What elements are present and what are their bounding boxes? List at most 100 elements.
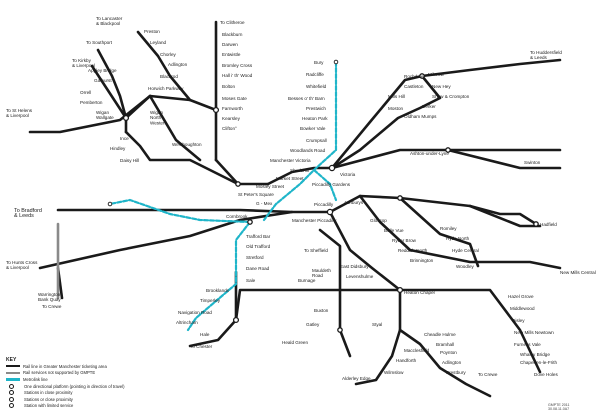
station-stockport: [396, 286, 404, 294]
label-victoria: Victoria: [340, 172, 356, 177]
station-glossop: [533, 221, 539, 227]
key-label-one-direction: One directional platform (pointing in di…: [24, 383, 125, 389]
label-bury: Bury: [314, 60, 324, 65]
label-moses-gate: Moses Gate: [222, 96, 247, 101]
key-swatch-rail: [6, 365, 20, 368]
station-labels: To Clitheroe Blackburn Darwen Entwistle …: [6, 16, 596, 381]
label-pemberton: Pemberton: [80, 100, 103, 105]
label-piccadilly: Piccadilly: [314, 202, 334, 207]
station-cornbrook: [247, 219, 253, 225]
label-moston: Moston: [388, 106, 404, 111]
line-westhoughton: [148, 94, 202, 162]
station-airport: [337, 327, 343, 333]
key-marker-one-direction: [9, 383, 14, 389]
key-title: KEY: [6, 357, 17, 363]
key-row-non-gmpte: Rail services not supported by GMPTE: [6, 370, 216, 377]
reference-line-1: GMPTE 2011: [548, 403, 570, 407]
label-disley: Middlewood: [510, 306, 535, 311]
line-rochdale: [330, 74, 424, 170]
label-farnworth: Farnworth: [222, 106, 243, 111]
label-heaton-chapel: Levenshulme: [346, 274, 374, 279]
label-woodlands-road: Woodlands Road: [290, 148, 326, 153]
label-poynton: Bramhall: [436, 342, 454, 347]
line-sheffield: [358, 194, 562, 270]
label-hyde-north: Romiley: [440, 226, 457, 231]
label-westhoughton: Westhoughton: [172, 142, 202, 147]
key-marker-limited: [9, 403, 14, 409]
label-alderley-edge: Wilmslow: [384, 370, 404, 375]
line-airport: [318, 228, 352, 358]
label-ashton: Ashton-under-Lyne: [410, 151, 449, 156]
label-hall-i-th-wood: Hall i' th' Wood: [222, 73, 253, 78]
label-oldham-mumps: Oldham Mumps: [404, 114, 437, 119]
station-altrincham: [232, 316, 240, 324]
rail-lines: [28, 20, 562, 398]
label-to-crewe-s: Alderley Edge: [342, 376, 371, 381]
key-marker-interchange: [9, 396, 14, 402]
key-label-limited: Station with limited service: [24, 403, 74, 409]
line-victoria-east: [330, 148, 562, 170]
line-kirkby-wigan: [90, 64, 128, 120]
label-besses: Besses o' th' Barn: [288, 96, 325, 101]
line-salford-victoria: [266, 166, 334, 186]
label-whitefield: Whitefield: [306, 84, 327, 89]
metrolink-piccadilly: [312, 168, 338, 202]
label-airport: Heald Green: [282, 340, 308, 345]
label-bolton: Bolton: [222, 84, 235, 89]
line-oldham: [330, 74, 442, 170]
label-castleton: Castleton: [404, 84, 424, 89]
label-to-huddersfield: Swinton: [524, 160, 541, 165]
label-derker: Derker: [422, 104, 436, 109]
label-to-bradford: To Huddersfield& Leeds: [530, 50, 562, 60]
label-new-mills-newtown: Disley: [512, 318, 525, 323]
label-blackburn: Blackburn: [222, 32, 243, 37]
label-to-southport: To Southport: [86, 40, 113, 45]
key-row-limited: Station with limited service: [6, 403, 216, 410]
key-label-non-gmpte: Rail services not supported by GMPTE: [23, 370, 96, 376]
line-hyde: [398, 196, 480, 268]
metrolink-altrincham: [186, 220, 252, 332]
label-leyland: Leyland: [150, 40, 167, 45]
label-hindley: Hindley: [110, 146, 126, 151]
line-huddersfield: [446, 148, 562, 170]
label-heaton-park: Heaton Park: [302, 116, 328, 121]
label-reddish-north: Ryder Brow: [392, 238, 417, 243]
label-adlington: Adlington: [168, 62, 188, 67]
line-glossop: [468, 204, 538, 226]
line-bolton-salford: [214, 158, 270, 186]
label-ryder-brow: Belle Vue: [384, 228, 404, 233]
label-to-chester: To Chester: [190, 344, 213, 349]
line-atherton: [124, 130, 240, 186]
label-kearsley: Kearsley: [222, 116, 241, 121]
label-ince: Ince: [120, 136, 129, 141]
line-crewe: [354, 328, 402, 386]
label-hale: Hale: [200, 332, 210, 337]
label-dove-holes: Chapel-en-le-Frith: [520, 360, 557, 365]
label-glossop: Hadfield: [540, 222, 557, 227]
key-row-close: Stations in close proximity: [6, 389, 216, 396]
label-cornbrook: Cornbrook: [226, 214, 248, 219]
metrolink-eccles: [108, 198, 252, 224]
label-stretford: Stretford: [246, 255, 264, 260]
station-bury: [333, 59, 339, 65]
key-swatch-metrolink: [6, 378, 20, 381]
label-stockport: Heaton Chapel: [404, 290, 435, 295]
label-trafford-bar: Trafford Bar: [246, 234, 271, 239]
line-stockport: [328, 210, 402, 292]
label-dane-road: Dane Road: [246, 266, 270, 271]
label-to-lancaster: To Lancaster& Blackpool: [96, 16, 123, 26]
label-to-hunts-cross: To Hunts Cross& Liverpool: [6, 260, 38, 270]
line-macclesfield: [398, 288, 492, 398]
label-sale: Sale: [246, 278, 256, 283]
label-whaley-bridge: Furness Vale: [514, 342, 541, 347]
label-mosley-street: Mosley Street: [256, 184, 285, 189]
label-bromley-cross: Bromley Cross: [222, 63, 253, 68]
label-shudehill: Shudehill: [290, 168, 309, 173]
station-stalybridge: [445, 147, 451, 153]
label-bramhall: Cheadle Hulme: [424, 332, 456, 337]
label-mills-hill: Mills Hill: [388, 94, 405, 99]
station-guide-bridge: [397, 195, 403, 201]
